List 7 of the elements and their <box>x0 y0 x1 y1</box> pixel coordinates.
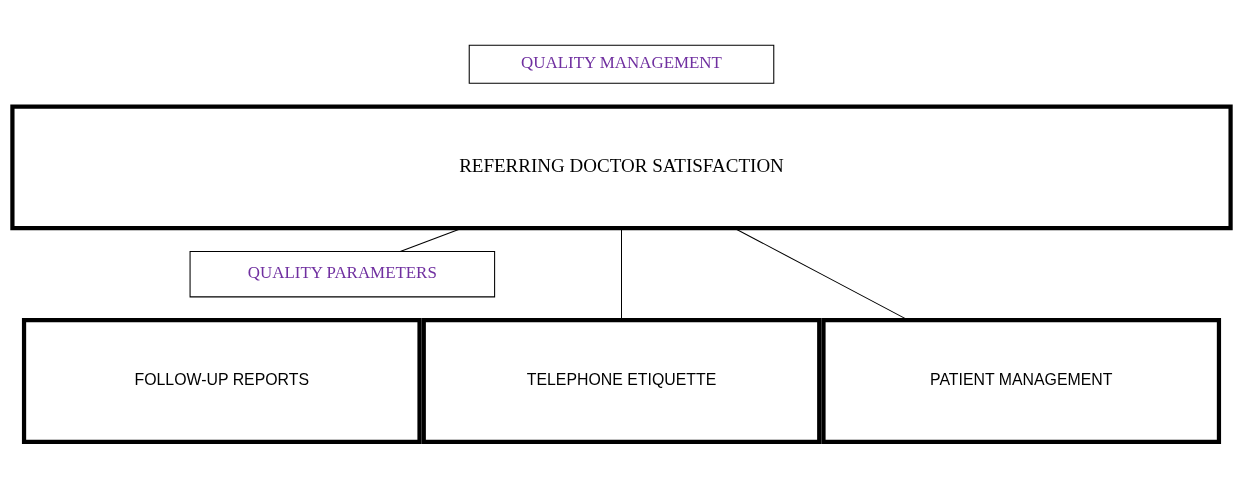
connector <box>620 227 623 321</box>
node-box: PATIENT MANAGEMENT <box>821 318 1222 444</box>
node-box: FOLLOW-UP REPORTS <box>21 318 422 444</box>
node-box: QUALITY MANAGEMENT <box>468 44 775 84</box>
node-box: TELEPHONE ETIQUETTE <box>421 318 822 444</box>
node-box: REFERRING DOCTOR SATISFACTION <box>10 104 1233 231</box>
node-box: QUALITY PARAMETERS <box>189 250 496 298</box>
